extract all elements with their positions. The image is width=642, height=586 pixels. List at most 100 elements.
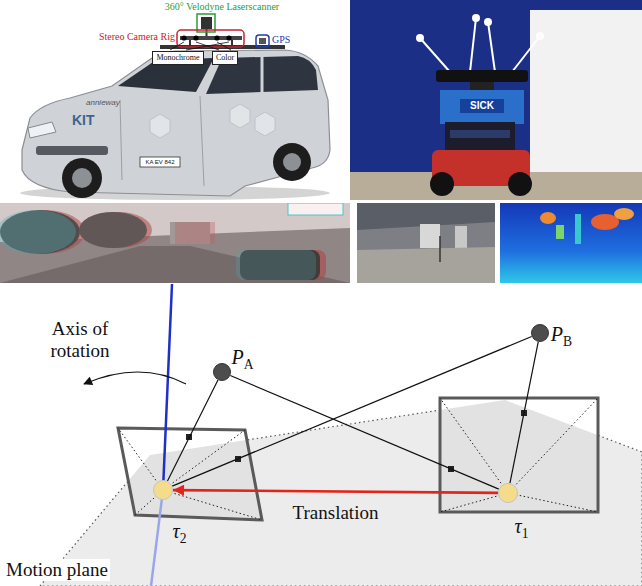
text-label: annieway	[86, 98, 120, 107]
car-photo	[150, 104, 275, 138]
node-text: τ2	[171, 520, 189, 547]
depth-image	[500, 203, 642, 283]
robot-photo	[470, 82, 494, 90]
depth-image	[591, 214, 619, 230]
point-marker: τ2	[153, 480, 173, 500]
robot-photo	[512, 36, 540, 72]
text-label: Stereo Camera Rig	[99, 31, 175, 43]
camera-frame-left	[118, 428, 262, 520]
warehouse-photo	[357, 247, 495, 283]
label-slot: KA EV 842	[145, 159, 174, 166]
car-photo	[193, 35, 198, 40]
symbol-subscript: 1	[522, 526, 529, 541]
warehouse-photo	[357, 203, 495, 283]
robot-photo	[350, 0, 642, 200]
car-photo	[180, 36, 242, 40]
symbol-letter: τ	[515, 515, 522, 537]
rotation-axis	[84, 372, 186, 384]
camera-frame-right	[440, 398, 598, 512]
label-slot: annieway	[86, 98, 120, 107]
projection-ray	[510, 342, 538, 483]
car-photo	[231, 40, 233, 46]
symbol-letter: τ	[173, 520, 180, 542]
label-slot: Motion plane	[4, 559, 110, 581]
label-slot: Stereo Camera Rig	[99, 31, 175, 43]
projection-ray	[172, 336, 531, 486]
car-photo	[120, 96, 204, 186]
label-slot: KIT	[72, 112, 95, 128]
camera-frame-left	[118, 428, 262, 520]
symbol-subscript: 2	[180, 531, 187, 546]
warehouse-photo	[420, 224, 440, 248]
car-photo	[256, 35, 269, 47]
projection-ray	[167, 380, 218, 481]
camera-frame-right	[40, 398, 642, 586]
robot-photo	[436, 70, 528, 82]
text-label: KA EV 842	[145, 159, 174, 166]
car-photo	[226, 35, 231, 40]
symbol-letter: P	[551, 323, 563, 345]
text-label: KIT	[72, 112, 95, 128]
robot-photo	[460, 99, 504, 113]
camera-frame-right	[440, 400, 598, 512]
car-photo	[189, 40, 191, 46]
robot-photo	[445, 122, 515, 152]
stereo-anaglyph-photo	[0, 203, 350, 283]
robot-photo	[350, 0, 642, 200]
warehouse-photo	[455, 226, 467, 248]
text-label: 360° Velodyne Laserscanner	[165, 1, 279, 13]
label-slot: Axis of rotation	[30, 318, 130, 362]
robot-photo	[470, 18, 476, 72]
robot-photo	[440, 90, 524, 124]
text-label: SICK	[470, 100, 494, 112]
point-marker: τ1	[498, 483, 518, 503]
camera-frame-left	[40, 400, 642, 586]
car-photo	[181, 35, 186, 40]
car-photo	[28, 122, 56, 138]
car-photo	[259, 38, 266, 44]
car-photo	[140, 157, 180, 167]
robot-photo	[420, 38, 450, 72]
node-text: Color	[216, 53, 234, 62]
node-text: Monochrome	[156, 53, 199, 62]
camera-label-box: Color	[212, 51, 238, 64]
edge-label: Translation	[290, 502, 382, 524]
text-label: GPS	[272, 34, 290, 46]
camera-frame-right	[440, 398, 598, 512]
robot-photo	[416, 34, 424, 42]
car-photo	[177, 30, 244, 47]
depth-image	[540, 212, 556, 224]
point-marker: PA	[213, 363, 231, 381]
depth-image	[614, 208, 634, 220]
text-label: Motion plane	[4, 559, 110, 581]
projection-ray	[230, 376, 499, 490]
car-photo	[283, 153, 301, 171]
stereo-anaglyph-photo	[0, 203, 350, 283]
depth-image	[556, 225, 564, 239]
robot-photo	[450, 130, 510, 138]
robot-photo	[488, 22, 495, 72]
warehouse-photo	[439, 236, 441, 262]
motion-plane	[40, 400, 642, 586]
car-photo	[62, 158, 102, 198]
robot-photo	[536, 32, 544, 40]
label-slot: SICK	[470, 100, 494, 112]
car-photo	[170, 42, 231, 50]
car-photo	[214, 35, 219, 40]
depth-image	[575, 214, 581, 244]
point-marker: PB	[531, 324, 549, 342]
rotation-axis	[151, 490, 163, 586]
symbol-subscript: B	[563, 334, 572, 349]
node-text: PB	[551, 324, 572, 349]
robot-photo	[472, 14, 480, 22]
robot-photo	[508, 172, 532, 196]
edge-label-slot: Translation	[290, 502, 382, 524]
robot-photo	[430, 172, 454, 196]
car-photo	[201, 17, 212, 29]
symbol-subscript: A	[244, 357, 254, 372]
node-text: τ1	[513, 515, 531, 542]
text-label: Axis of rotation	[30, 318, 130, 362]
